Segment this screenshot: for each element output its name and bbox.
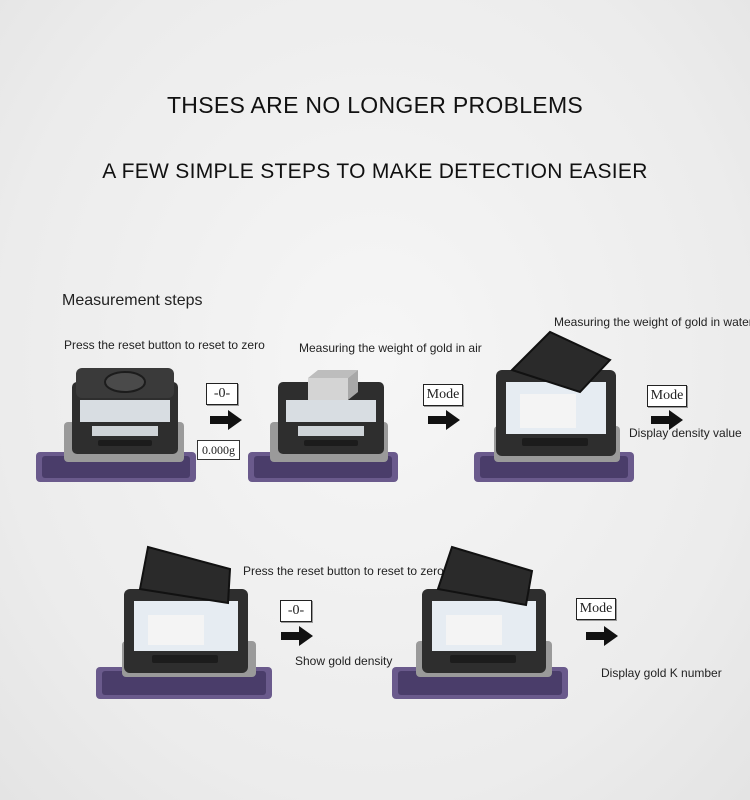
step2-device-illustration	[248, 370, 398, 482]
step5-result: Display gold K number	[601, 666, 722, 680]
step3-result: Display density value	[629, 426, 742, 440]
right-arrow-icon	[428, 410, 460, 430]
step3-caption: Measuring the weight of gold in water	[554, 315, 750, 329]
right-arrow-icon	[586, 626, 618, 646]
step4-result: Show gold density	[295, 654, 393, 668]
mode-button[interactable]: Mode	[423, 384, 463, 406]
step2-caption: Measuring the weight of gold in air	[299, 341, 482, 355]
step3-device-illustration	[474, 330, 634, 482]
step1-device-illustration	[36, 368, 196, 482]
zero-button[interactable]: -0-	[280, 600, 312, 622]
step1-caption: Press the reset button to reset to zero	[64, 338, 265, 352]
section-title: Measurement steps	[62, 292, 203, 309]
step4-device-illustration	[96, 545, 272, 699]
mode-button[interactable]: Mode	[647, 385, 687, 407]
scale-readout: 0.000g	[197, 440, 240, 460]
right-arrow-icon	[651, 410, 683, 430]
right-arrow-icon	[281, 626, 313, 646]
zero-button[interactable]: -0-	[206, 383, 238, 405]
step4-caption: Press the reset button to reset to zero	[243, 564, 444, 578]
right-arrow-icon	[210, 410, 242, 430]
mode-button[interactable]: Mode	[576, 598, 616, 620]
headline: THSES ARE NO LONGER PROBLEMS	[166, 92, 584, 118]
subheadline: A FEW SIMPLE STEPS TO MAKE DETECTION EAS…	[102, 160, 648, 183]
step5-device-illustration	[392, 545, 568, 699]
